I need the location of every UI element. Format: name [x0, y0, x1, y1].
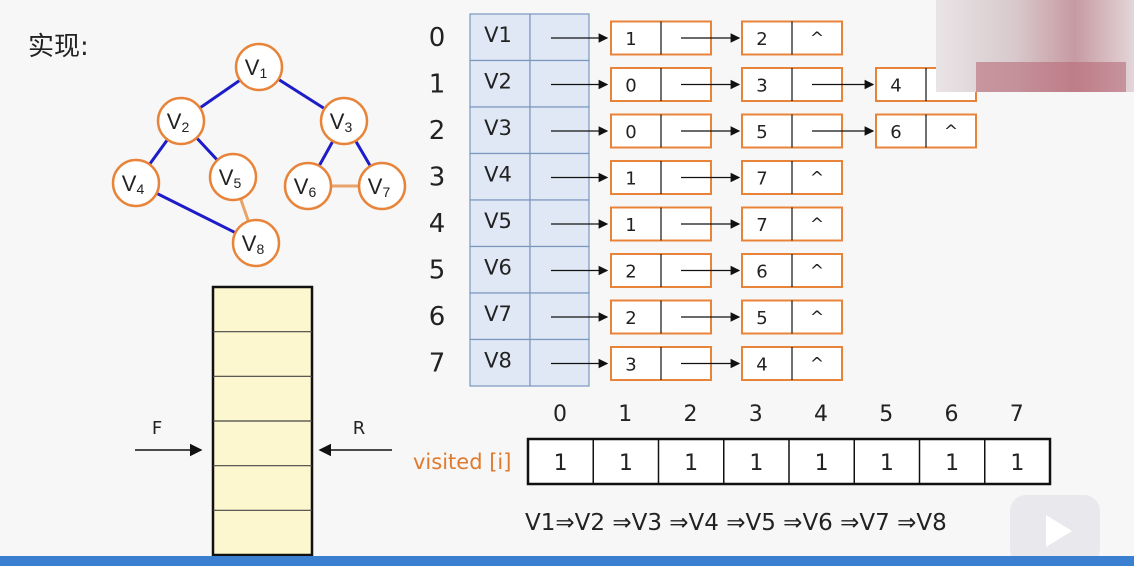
edge-node-value: 7 — [756, 169, 767, 190]
graph-node-label: V3 — [330, 109, 353, 135]
graph-node-label: V1 — [245, 55, 268, 81]
visited-index: 1 — [618, 402, 632, 427]
graph-node-label: V5 — [219, 165, 242, 191]
row-index: 4 — [429, 209, 446, 239]
graph-node-v8 — [231, 218, 281, 268]
graph-node-v3 — [319, 96, 369, 146]
row-index: 1 — [429, 70, 446, 100]
graph-node-label: V6 — [294, 174, 317, 200]
edge-node-value: 2 — [625, 308, 636, 329]
visited-index: 6 — [945, 402, 959, 427]
visited-index: 4 — [814, 402, 828, 427]
edge-node-value: 0 — [625, 76, 636, 97]
firstedge-cell — [529, 13, 590, 62]
visited-index: 0 — [553, 402, 567, 427]
null-marker: ^ — [810, 29, 824, 49]
edge-node-value: 6 — [756, 262, 767, 283]
queue-front-label: F — [152, 418, 162, 439]
vertex-cell — [469, 199, 531, 248]
visited-value: 1 — [684, 451, 698, 476]
visited-index: 3 — [749, 402, 763, 427]
vertex-cell — [469, 338, 531, 387]
edge-node-value: 2 — [756, 29, 767, 50]
graph-node-v7 — [357, 161, 407, 211]
graph-node-v5 — [208, 152, 258, 202]
null-marker: ^ — [810, 262, 824, 282]
visited-value: 1 — [815, 451, 829, 476]
firstedge-cell — [529, 199, 590, 248]
edge-node-value: 5 — [756, 122, 767, 143]
firstedge-cell — [529, 338, 590, 387]
graph-node-label: V7 — [368, 174, 391, 200]
edge-node-value: 4 — [890, 76, 901, 97]
vertex-label: V4 — [484, 163, 512, 187]
edge-node-value: 4 — [756, 355, 767, 376]
vertex-cell — [469, 59, 531, 108]
webcam-overlay — [936, 0, 1134, 92]
slide-title: 实现: — [28, 32, 89, 62]
visited-index: 5 — [879, 402, 893, 427]
vertex-label: V7 — [484, 302, 512, 326]
traversal-order: V1⇒V2 ⇒V3 ⇒V4 ⇒V5 ⇒V6 ⇒V7 ⇒V8 — [525, 510, 947, 536]
firstedge-cell — [529, 245, 590, 294]
null-marker: ^ — [810, 215, 824, 235]
edge-node-value: 3 — [756, 76, 767, 97]
graph-node-v1 — [234, 42, 284, 92]
graph-node-v4 — [111, 158, 161, 208]
edge-node-value: 1 — [625, 169, 636, 190]
visited-value: 1 — [749, 451, 763, 476]
firstedge-cell — [529, 59, 590, 108]
row-index: 5 — [429, 256, 446, 286]
visited-label: visited [i] — [413, 450, 512, 474]
vertex-cell — [469, 13, 531, 62]
graph-node-v2 — [156, 96, 206, 146]
vertex-label: V2 — [484, 70, 512, 94]
vertex-label: V5 — [484, 209, 512, 233]
graph-node-v6 — [283, 161, 333, 211]
queue-rear-label: R — [353, 418, 366, 439]
edge-node-value: 1 — [625, 215, 636, 236]
edge-node-value: 3 — [625, 355, 636, 376]
play-icon[interactable] — [1010, 495, 1100, 565]
row-index: 2 — [429, 116, 446, 146]
graph-node-label: V4 — [122, 171, 145, 197]
row-index: 7 — [429, 349, 446, 379]
firstedge-cell — [529, 292, 590, 341]
row-index: 3 — [429, 163, 446, 193]
graph-node-label: V8 — [242, 231, 265, 257]
edge-node-value: 1 — [625, 29, 636, 50]
vertex-label: V3 — [484, 116, 512, 140]
vertex-label: V1 — [484, 23, 512, 47]
vertex-label: V8 — [484, 349, 512, 373]
edge-node-value: 6 — [890, 122, 901, 143]
visited-value: 1 — [945, 451, 959, 476]
null-marker: ^ — [810, 355, 824, 375]
row-index: 6 — [429, 302, 446, 332]
visited-value: 1 — [554, 451, 568, 476]
edge-node-value: 5 — [756, 308, 767, 329]
visited-value: 1 — [1010, 451, 1024, 476]
vertex-cell — [469, 245, 531, 294]
null-marker: ^ — [810, 308, 824, 328]
graph-node-label: V2 — [167, 109, 190, 135]
vertex-label: V6 — [484, 256, 512, 280]
visited-index: 7 — [1010, 402, 1024, 427]
edge-node-value: 7 — [756, 215, 767, 236]
visited-index: 2 — [684, 402, 698, 427]
visited-value: 1 — [619, 451, 633, 476]
null-marker: ^ — [944, 122, 958, 142]
progress-bar[interactable] — [0, 556, 1134, 566]
firstedge-cell — [529, 152, 590, 201]
visited-value: 1 — [880, 451, 894, 476]
edge-node-value: 0 — [625, 122, 636, 143]
null-marker: ^ — [810, 169, 824, 189]
edge-node-value: 2 — [625, 262, 636, 283]
firstedge-cell — [529, 106, 590, 155]
row-index: 0 — [429, 23, 446, 53]
vertex-cell — [469, 152, 531, 201]
